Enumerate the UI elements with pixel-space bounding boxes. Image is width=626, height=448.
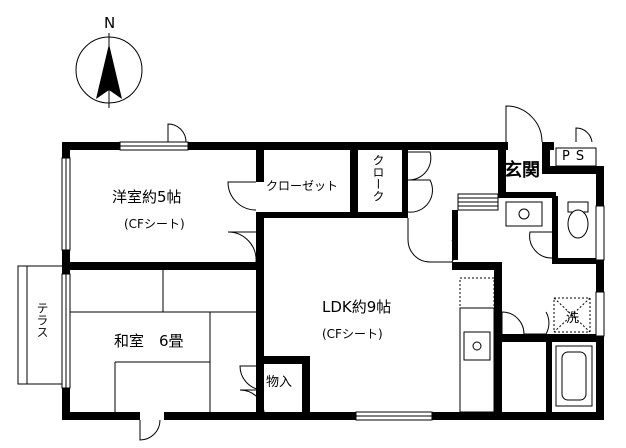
storage-name: 物入 (266, 375, 293, 390)
closet-name: クローゼット (266, 179, 339, 193)
entrance-name: 玄関 (504, 160, 540, 181)
tatami-lines (70, 270, 256, 412)
western-room-finish: (CFシート) (124, 217, 185, 231)
interior-walls (62, 142, 596, 420)
terrace (17, 265, 65, 385)
western-room-name: 洋室約5帖 (112, 188, 182, 206)
fixtures (459, 147, 597, 413)
ldk-name: LDK約9帖 (322, 298, 392, 316)
compass-label: N (104, 14, 116, 32)
windows (61, 141, 605, 421)
japanese-room-name: 和室 6畳 (114, 332, 184, 350)
ps-name: PS (562, 149, 591, 164)
cloak-name: クローク (371, 154, 385, 202)
terrace-name: テラス (35, 302, 49, 338)
ldk-finish: (CFシート) (322, 327, 383, 341)
compass (75, 33, 143, 108)
entrance-steps (457, 193, 499, 211)
laundry-name: 洗 (566, 311, 580, 326)
doors (139, 105, 593, 441)
